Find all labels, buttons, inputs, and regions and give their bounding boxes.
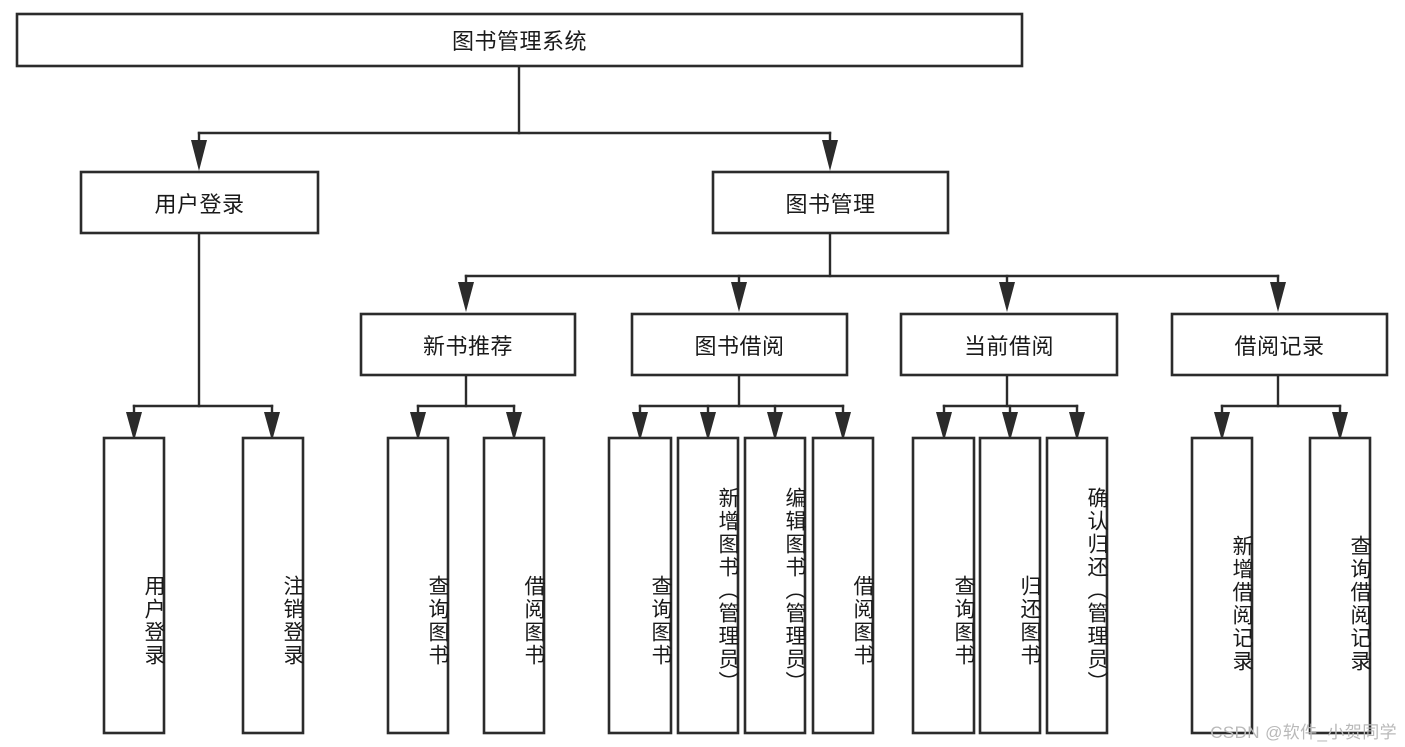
node-box-leaf-borrow-book-2[interactable] — [811, 436, 875, 735]
connector-group-user-login — [126, 231, 280, 441]
arrowhead-current-borrow — [999, 282, 1015, 312]
connector-group-current-borrow — [936, 373, 1085, 441]
arrowhead-leaf-user-login — [126, 412, 142, 441]
node-box-leaf-query-book-3[interactable] — [911, 436, 976, 735]
arrowhead-leaf-borrow-book-1 — [506, 412, 522, 441]
arrowhead-new-book-recommend — [458, 282, 474, 312]
arrowhead-leaf-query-record — [1332, 412, 1348, 441]
node-box-leaf-query-book-2[interactable] — [607, 436, 673, 735]
node-box-book-manage[interactable] — [711, 170, 950, 235]
node-box-leaf-add-record[interactable] — [1190, 436, 1254, 735]
node-box-leaf-return-book[interactable] — [978, 436, 1042, 735]
connector-group-new-book-recommend — [410, 373, 522, 441]
arrowhead-leaf-borrow-book-2 — [835, 412, 851, 441]
connector-group-root — [191, 64, 838, 171]
connector-group-borrow-record — [1214, 373, 1348, 441]
arrowhead-bookmanage — [822, 140, 838, 171]
node-box-leaf-query-record[interactable] — [1308, 436, 1372, 735]
arrowhead-userlogin — [191, 140, 207, 171]
node-box-root[interactable] — [15, 12, 1024, 68]
node-box-borrow-record[interactable] — [1170, 312, 1389, 377]
arrowhead-leaf-logout — [264, 412, 280, 441]
csdn-watermark: CSDN @软件_小贺同学 — [1210, 723, 1397, 742]
node-box-user-login[interactable] — [79, 170, 320, 235]
node-box-leaf-logout[interactable] — [241, 436, 305, 735]
arrowhead-leaf-return-book — [1002, 412, 1018, 441]
node-box-leaf-confirm-return[interactable] — [1045, 436, 1109, 735]
arrowhead-leaf-add-record — [1214, 412, 1230, 441]
connector-group-book-manage — [458, 231, 1286, 312]
node-box-leaf-borrow-book-1[interactable] — [482, 436, 546, 735]
node-box-leaf-add-book[interactable] — [676, 436, 740, 735]
node-box-new-book-recommend[interactable] — [359, 312, 577, 377]
connector-group-book-borrow — [632, 373, 851, 441]
node-box-leaf-query-book-1[interactable] — [386, 436, 450, 735]
arrowhead-book-borrow — [731, 282, 747, 312]
arrowhead-leaf-confirm-return — [1069, 412, 1085, 441]
node-box-book-borrow[interactable] — [630, 312, 849, 377]
node-box-leaf-edit-book[interactable] — [743, 436, 807, 735]
arrowhead-leaf-query-book-2 — [632, 412, 648, 441]
arrowhead-leaf-query-book-3 — [936, 412, 952, 441]
arrowhead-borrow-record — [1270, 282, 1286, 312]
arrowhead-leaf-add-book — [700, 412, 716, 441]
arrowhead-leaf-query-book-1 — [410, 412, 426, 441]
node-box-current-borrow[interactable] — [899, 312, 1119, 377]
arrowhead-leaf-edit-book — [767, 412, 783, 441]
node-box-leaf-user-login[interactable] — [102, 436, 166, 735]
